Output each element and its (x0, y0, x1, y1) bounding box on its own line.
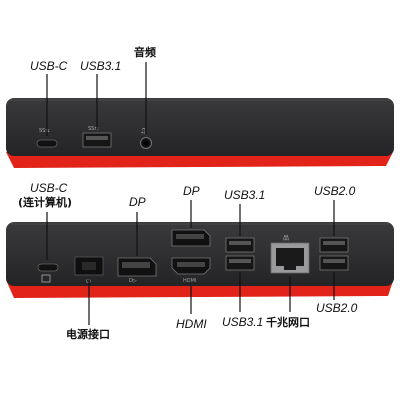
front-audio-jack: ♫ (140, 127, 152, 149)
front-dock-body (6, 98, 394, 156)
laptop-icon (41, 274, 51, 283)
label-rear-hdmi: HDMI (176, 317, 207, 331)
usb-symbol-icon: SS⇆ (88, 126, 99, 132)
label-rear-usbc: USB-C (30, 181, 68, 195)
headset-icon: ♫ (140, 127, 146, 135)
rear-usb31-lower-port (225, 255, 255, 271)
rear-dock: ⏻ D▷ HDMI (6, 200, 394, 325)
rear-hdmi-port: HDMI (171, 257, 211, 284)
label-front-usbc: USB-C (30, 59, 68, 73)
network-icon: 品 (283, 235, 289, 242)
label-rear-power: 电源接口 (66, 327, 110, 341)
rear-dp-left-port: D▷ (117, 257, 157, 284)
dp-icon: D▷ (129, 278, 137, 284)
rear-usb31-upper-port (225, 237, 255, 253)
label-front-audio: 音频 (134, 45, 156, 59)
front-usb-port: SS⇆ (82, 126, 112, 148)
rear-usb20-upper-port (319, 237, 349, 253)
label-rear-usb31-bottom: USB3.1 (222, 315, 263, 329)
label-rear-usbc-note: (连计算机) (18, 195, 72, 209)
label-rear-usb20-bottom: USB2.0 (316, 301, 358, 315)
label-front-usb: USB3.1 (80, 59, 121, 73)
rear-ethernet-port: 品 (270, 235, 310, 274)
front-dock: SS⇆ SS⇆ ♫ (6, 62, 394, 168)
label-rear-ethernet: 千兆网口 (266, 315, 310, 329)
label-rear-dp-right: DP (183, 184, 200, 198)
label-rear-dp-left: DP (129, 195, 146, 209)
front-usbc-port: SS⇆ (36, 128, 58, 148)
rear-usbc-port (37, 263, 59, 283)
label-rear-usb31-top: USB3.1 (224, 188, 265, 202)
usbc-symbol-icon: SS⇆ (39, 128, 50, 134)
rear-dp-right-port (171, 229, 211, 247)
hdmi-port-text: HDMI (183, 278, 196, 284)
label-rear-usb20-top: USB2.0 (314, 184, 356, 198)
rear-usb20-lower-port (319, 255, 349, 271)
